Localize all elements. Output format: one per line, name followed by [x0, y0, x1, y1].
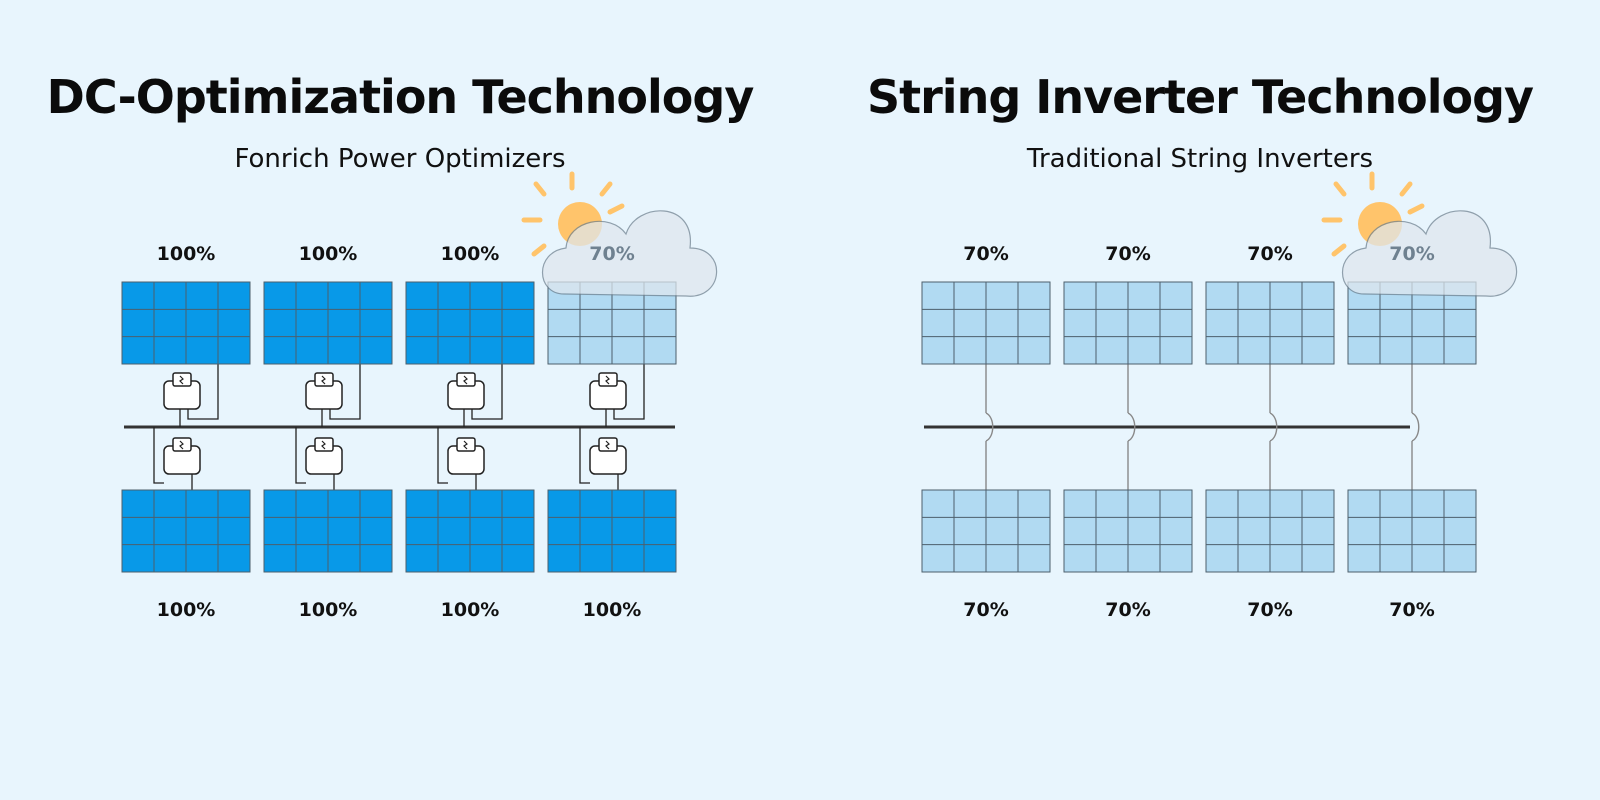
power-optimizer-icon [589, 437, 627, 475]
panel-output-label: 70% [1389, 243, 1434, 265]
panel-output-label: 100% [157, 243, 216, 265]
power-optimizer-icon [447, 437, 485, 475]
string-wiring [1269, 364, 1278, 490]
solar-panel [1063, 489, 1193, 573]
power-optimizer-icon [163, 372, 201, 410]
optimizer-wiring [153, 364, 219, 490]
solar-panel [1063, 281, 1193, 365]
panel-output-label: 100% [441, 599, 500, 621]
solar-panel [547, 489, 677, 573]
panel-output-label: 70% [963, 599, 1008, 621]
solar-panel [263, 489, 393, 573]
string-wiring [1127, 364, 1136, 490]
panel-output-label: 70% [1105, 599, 1150, 621]
right-section-title: String Inverter Technology [867, 70, 1534, 124]
solar-panel [405, 489, 535, 573]
solar-panel [921, 281, 1051, 365]
string-inverter-system: 70% 70% 70% 70% 70% 70% 70% 70% [921, 171, 1518, 621]
solar-panel [263, 281, 393, 365]
power-optimizer-icon [589, 372, 627, 410]
left-section-title: DC-Optimization Technology [46, 70, 755, 124]
panel-output-label: 70% [1247, 243, 1292, 265]
string-wiring [1411, 364, 1420, 490]
solar-panel [405, 281, 535, 365]
solar-panel [121, 281, 251, 365]
panel-output-label: 70% [589, 243, 634, 265]
solar-panel [921, 489, 1051, 573]
panel-output-label: 70% [963, 243, 1008, 265]
power-optimizer-icon [305, 437, 343, 475]
power-optimizer-icon [305, 372, 343, 410]
cloud-icon [1342, 210, 1518, 297]
solar-panel [1347, 489, 1477, 573]
panel-output-label: 100% [441, 243, 500, 265]
solar-panel [547, 281, 677, 365]
solar-panel [1205, 281, 1335, 365]
solar-panel [1347, 281, 1477, 365]
panel-output-label: 70% [1247, 599, 1292, 621]
optimizer-wiring [295, 364, 361, 490]
power-optimizer-icon [163, 437, 201, 475]
optimizer-wiring [579, 364, 645, 490]
optimizer-wiring [437, 364, 503, 490]
panel-output-label: 70% [1105, 243, 1150, 265]
panel-output-label: 100% [299, 243, 358, 265]
panel-output-label: 100% [583, 599, 642, 621]
panel-output-label: 100% [157, 599, 216, 621]
solar-panel [121, 489, 251, 573]
power-optimizer-icon [447, 372, 485, 410]
string-wiring [985, 364, 994, 490]
left-section-subtitle: Fonrich Power Optimizers [234, 144, 566, 174]
right-section-subtitle: Traditional String Inverters [1026, 144, 1374, 174]
optimizer-system: 100% 100% 100% 70% 100% 100% 100% 100% [121, 171, 718, 621]
solar-panel [1205, 489, 1335, 573]
panel-output-label: 70% [1389, 599, 1434, 621]
cloud-icon [542, 210, 718, 297]
panel-output-label: 100% [299, 599, 358, 621]
